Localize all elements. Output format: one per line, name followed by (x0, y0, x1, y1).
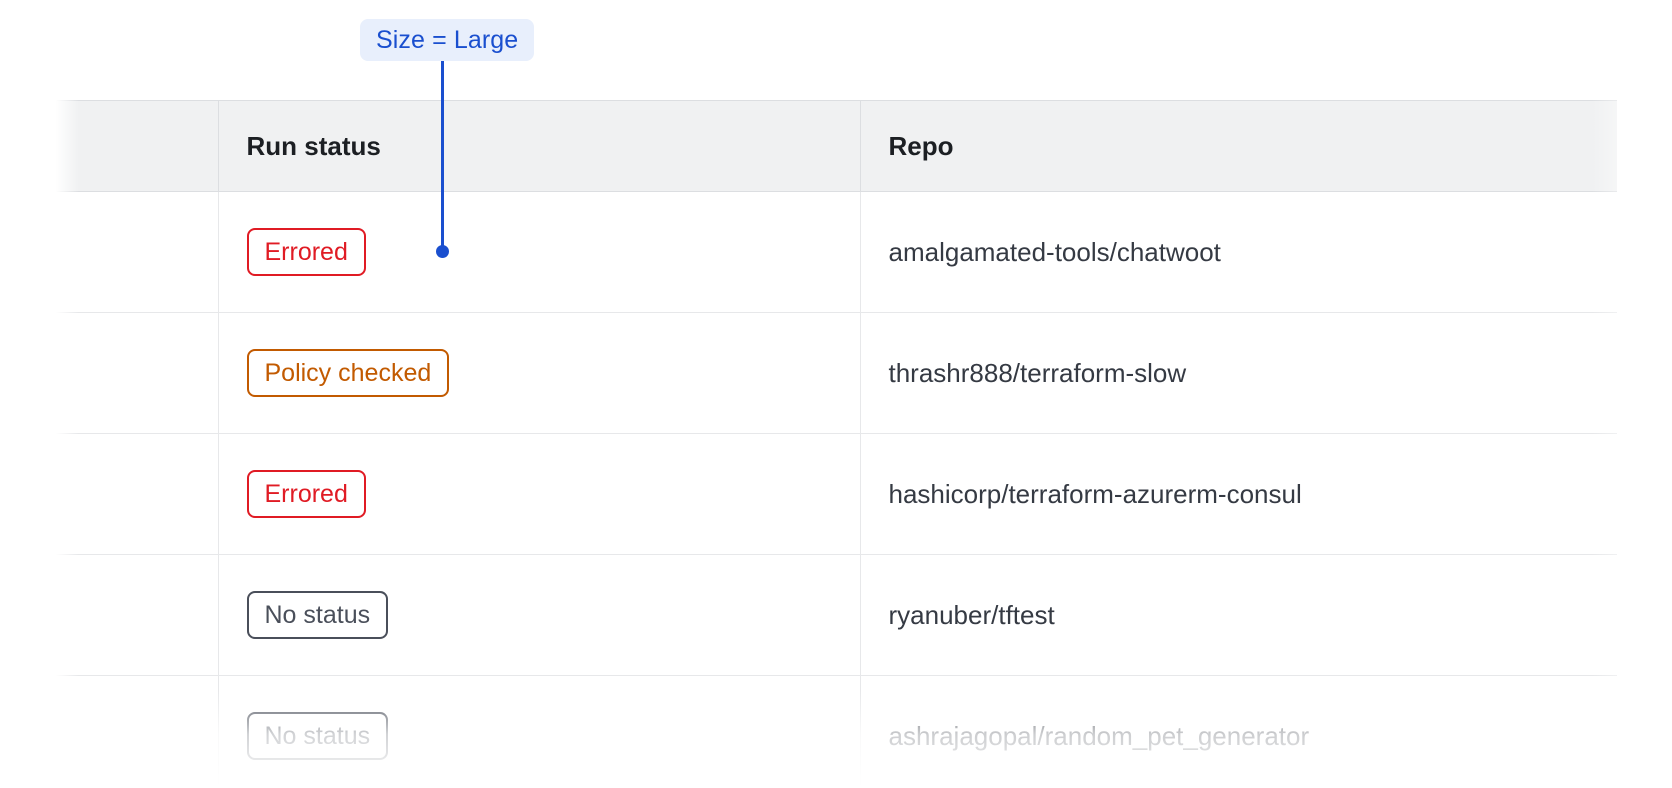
status-badge-errored[interactable]: Errored (246, 228, 366, 276)
run-status-cell: Errored (217, 191, 860, 313)
run-status-cell-inner: No status (219, 591, 860, 639)
table-row[interactable]: No status ryanuber/tftest (53, 554, 1617, 676)
status-badge-no-status[interactable]: No status (246, 712, 389, 760)
row-spacer-cell (53, 191, 218, 313)
table-row[interactable]: No status ashrajagopal/random_pet_genera… (53, 675, 1617, 788)
repo-cell: thrashr888/terraform-slow (859, 312, 1617, 434)
run-status-cell-inner: Policy checked (219, 349, 860, 397)
run-status-cell-inner: Errored (219, 470, 860, 518)
status-badge-policy-checked[interactable]: Policy checked (246, 349, 450, 397)
repo-cell: amalgamated-tools/chatwoot (859, 191, 1617, 313)
repo-cell-inner: amalgamated-tools/chatwoot (888, 236, 1221, 267)
table-body: Errored amalgamated-tools/chatwoot Polic… (53, 191, 1617, 788)
repo-cell: ryanuber/tftest (859, 554, 1617, 676)
row-spacer-cell (53, 554, 218, 676)
run-status-cell: Errored (217, 433, 860, 555)
row-spacer-cell (53, 433, 218, 555)
row-spacer-cell (53, 312, 218, 434)
table-row[interactable]: Errored amalgamated-tools/chatwoot (53, 191, 1617, 313)
status-badge-no-status[interactable]: No status (246, 591, 389, 639)
column-header-spacer-label (53, 131, 81, 161)
table-row[interactable]: Policy checked thrashr888/terraform-slow (53, 312, 1617, 434)
annotation-callout-size: Size = Large (360, 19, 535, 61)
column-header-run-status-label: Run status (246, 130, 381, 161)
run-status-cell: Policy checked (217, 312, 860, 434)
repo-cell: ashrajagopal/random_pet_generator (859, 675, 1617, 788)
repo-cell-inner: hashicorp/terraform-azurerm-consul (888, 478, 1302, 509)
column-header-repo[interactable]: Repo (859, 100, 1617, 192)
annotation-connector-dot (436, 245, 449, 258)
table-header-row: Run status Repo (53, 100, 1617, 192)
run-status-cell: No status (217, 554, 860, 676)
run-status-cell: No status (217, 675, 860, 788)
runs-table: Run status Repo Errored am (53, 100, 1617, 788)
column-header-repo-label: Repo (888, 130, 954, 161)
column-header-run-status[interactable]: Run status (217, 100, 860, 192)
repo-cell-inner: ashrajagopal/random_pet_generator (888, 720, 1310, 751)
table-header: Run status Repo (53, 100, 1617, 192)
column-header-spacer (53, 100, 218, 192)
repo-cell-inner: ryanuber/tftest (888, 599, 1055, 630)
status-badge-errored[interactable]: Errored (246, 470, 366, 518)
table-row[interactable]: Errored hashicorp/terraform-azurerm-cons… (53, 433, 1617, 555)
row-spacer-cell (53, 675, 218, 788)
repo-cell: hashicorp/terraform-azurerm-consul (859, 433, 1617, 555)
annotation-connector-line (441, 58, 444, 253)
runs-table-container: Run status Repo Errored am (53, 100, 1617, 788)
repo-cell-inner: thrashr888/terraform-slow (888, 357, 1187, 388)
run-status-cell-inner: Errored (219, 228, 860, 276)
run-status-cell-inner: No status (219, 712, 860, 760)
